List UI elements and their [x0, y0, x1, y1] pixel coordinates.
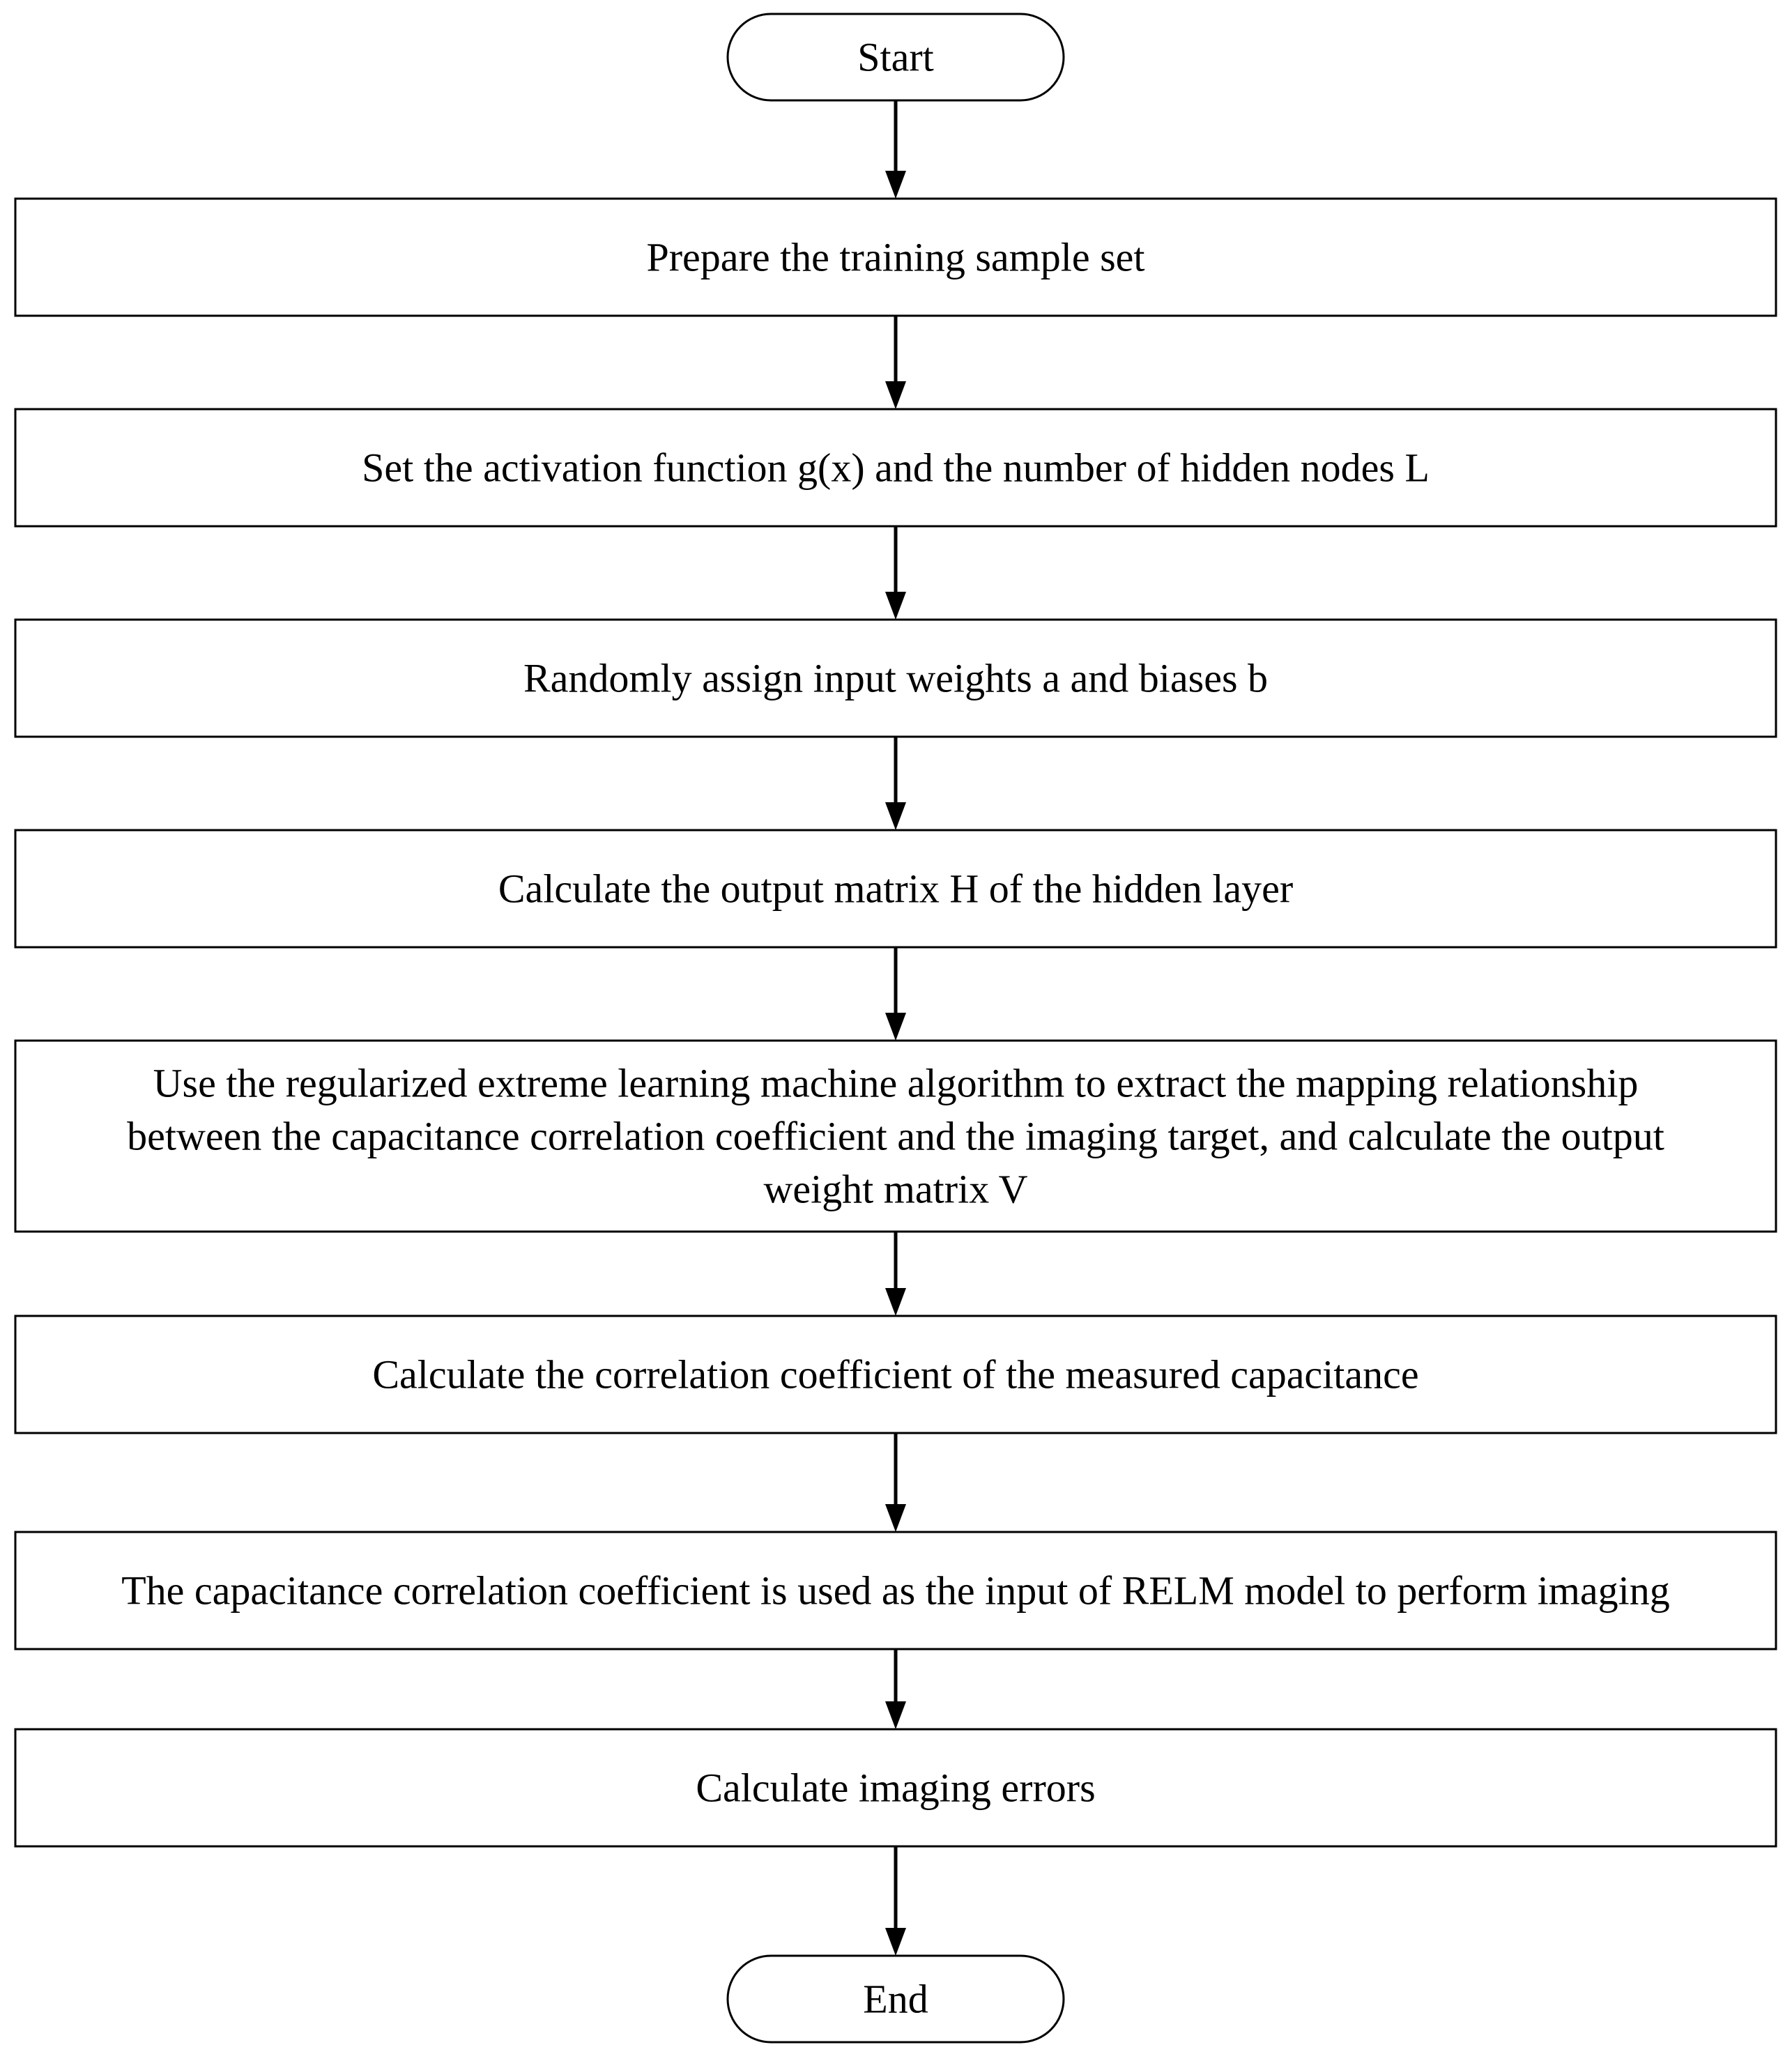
terminal-shape [726, 13, 1065, 102]
node-set-activation: Set the activation function g(x) and the… [14, 408, 1777, 528]
edge-errors-to-end [885, 1846, 906, 1956]
node-calc-h: Calculate the output matrix H of the hid… [14, 829, 1777, 949]
node-imaging: The capacitance correlation coefficient … [14, 1531, 1777, 1650]
arrow-head-icon [885, 1701, 906, 1729]
edge-set-activation-to-assign-weights [885, 526, 906, 620]
process-box [14, 829, 1777, 949]
node-label: Prepare the training sample set [646, 235, 1144, 280]
node-label: Randomly assign input weights a and bias… [523, 656, 1268, 701]
edge-calc-h-to-relm [885, 947, 906, 1041]
arrow-head-icon [885, 1013, 906, 1041]
process-box [14, 1531, 1777, 1650]
node-relm: Use the regularized extreme learning mac… [14, 1039, 1777, 1233]
node-calc-corr: Calculate the correlation coefficient of… [14, 1315, 1777, 1434]
process-box [14, 1315, 1777, 1434]
node-start: Start [726, 13, 1065, 102]
node-label: Calculate imaging errors [696, 1765, 1095, 1811]
node-end: End [726, 1954, 1065, 2044]
edge-relm-to-calc-corr [885, 1232, 906, 1316]
edges-layer [885, 100, 906, 1956]
node-prepare: Prepare the training sample set [14, 197, 1777, 317]
process-box [14, 618, 1777, 738]
arrow-head-icon [885, 802, 906, 830]
arrow-head-icon [885, 592, 906, 620]
edge-assign-weights-to-calc-h [885, 737, 906, 830]
node-label: Calculate the correlation coefficient of… [372, 1352, 1418, 1397]
edge-calc-corr-to-imaging [885, 1433, 906, 1532]
node-errors: Calculate imaging errors [14, 1728, 1777, 1848]
node-label: Start [857, 35, 934, 80]
process-box [14, 1728, 1777, 1848]
node-label: Use the regularized extreme learning mac… [153, 1061, 1639, 1106]
process-box [14, 1039, 1777, 1233]
node-label: Calculate the output matrix H of the hid… [498, 866, 1293, 912]
arrow-head-icon [885, 1504, 906, 1532]
arrow-head-icon [885, 381, 906, 409]
arrow-head-icon [885, 1288, 906, 1316]
process-box [14, 197, 1777, 317]
arrow-head-icon [885, 171, 906, 199]
node-label: weight matrix V [763, 1167, 1027, 1212]
edge-imaging-to-errors [885, 1649, 906, 1729]
node-label: The capacitance correlation coefficient … [121, 1568, 1670, 1614]
node-label: between the capacitance correlation coef… [127, 1114, 1664, 1159]
node-assign-weights: Randomly assign input weights a and bias… [14, 618, 1777, 738]
terminal-shape [726, 1954, 1065, 2044]
process-box [14, 408, 1777, 528]
arrow-head-icon [885, 1928, 906, 1956]
edge-prepare-to-set-activation [885, 316, 906, 409]
edge-start-to-prepare [885, 100, 906, 199]
node-label: Set the activation function g(x) and the… [362, 445, 1430, 491]
node-label: End [863, 1977, 928, 2022]
